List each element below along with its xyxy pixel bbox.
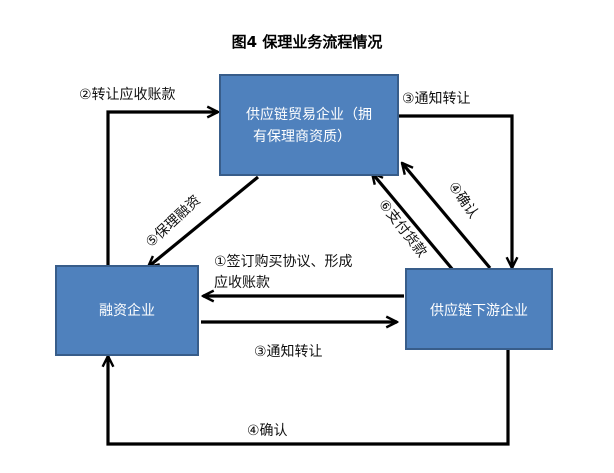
node-downstream: 供应链下游企业 [405,268,553,350]
arrow-step5 [148,175,260,267]
node-finance-label: 融资企业 [99,302,155,319]
node-supplier-line2: 有保理商资质） [253,129,351,145]
label-step2: ②转让应收账款 [79,86,176,103]
label-step6: ⑥支付货款 [375,196,431,260]
node-downstream-label: 供应链下游企业 [430,302,528,319]
node-supplier-line1: 供应链贸易企业（拥 [246,106,372,123]
diagram-title: 图4 保理业务流程情况 [232,33,383,51]
label-step1-line2: 应收账款 [214,274,270,291]
label-step3-mid: ③通知转让 [254,343,323,360]
arrow-step4-bottom [108,350,510,446]
label-step3-top: ③通知转让 [402,90,471,107]
label-step4-right: ④确认 [445,179,481,221]
arrow-step4-right [402,163,492,270]
label-step1-line1: ①签订购买协议、形成 [214,253,353,270]
node-supplier: 供应链贸易企业（拥 有保理商资质） [219,74,399,176]
label-step4-bottom: ④确认 [247,423,288,439]
arrows [106,112,512,446]
arrow-step2 [106,112,218,265]
node-finance: 融资企业 [55,265,199,356]
arrow-step6 [372,173,460,278]
label-step5: ⑤保理融资 [143,192,204,250]
arrow-step3-top [399,114,512,268]
